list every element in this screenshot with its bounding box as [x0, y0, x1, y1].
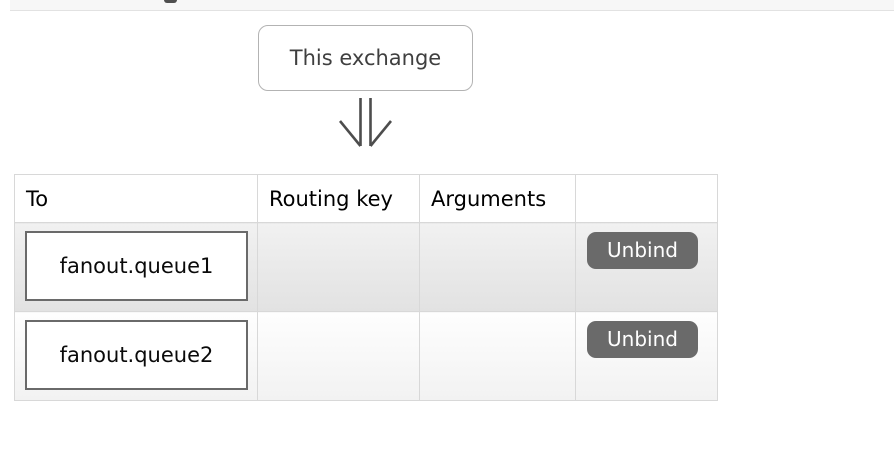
queue-name-box[interactable]: fanout.queue2 — [25, 320, 248, 390]
cell-to: fanout.queue2 — [14, 311, 258, 401]
queue-name-label: fanout.queue2 — [59, 343, 214, 367]
table-row: fanout.queue1 Unbind — [14, 222, 718, 312]
cell-routing-key — [257, 222, 420, 312]
queue-name-label: fanout.queue1 — [59, 254, 214, 278]
cell-actions: Unbind — [575, 222, 718, 312]
cell-to: fanout.queue1 — [14, 222, 258, 312]
column-header-arguments: Arguments — [419, 174, 576, 223]
table-row: fanout.queue2 Unbind — [14, 311, 718, 401]
double-down-arrow-icon — [334, 96, 406, 150]
cell-actions: Unbind — [575, 311, 718, 401]
unbind-button[interactable]: Unbind — [587, 232, 698, 269]
column-header-routing-key: Routing key — [257, 174, 420, 223]
bindings-table: To Routing key Arguments fanout.queue1 U… — [14, 174, 718, 401]
clipped-heading-descender — [164, 0, 177, 3]
unbind-button[interactable]: Unbind — [587, 321, 698, 358]
column-header-actions — [575, 174, 718, 223]
queue-name-box[interactable]: fanout.queue1 — [25, 231, 248, 301]
column-header-to: To — [14, 174, 258, 223]
exchange-source-box: This exchange — [258, 25, 473, 91]
cell-routing-key — [257, 311, 420, 401]
cell-arguments — [419, 311, 576, 401]
section-header-strip — [10, 0, 894, 11]
cell-arguments — [419, 222, 576, 312]
table-header-row: To Routing key Arguments — [14, 174, 718, 223]
exchange-source-label: This exchange — [289, 46, 442, 70]
